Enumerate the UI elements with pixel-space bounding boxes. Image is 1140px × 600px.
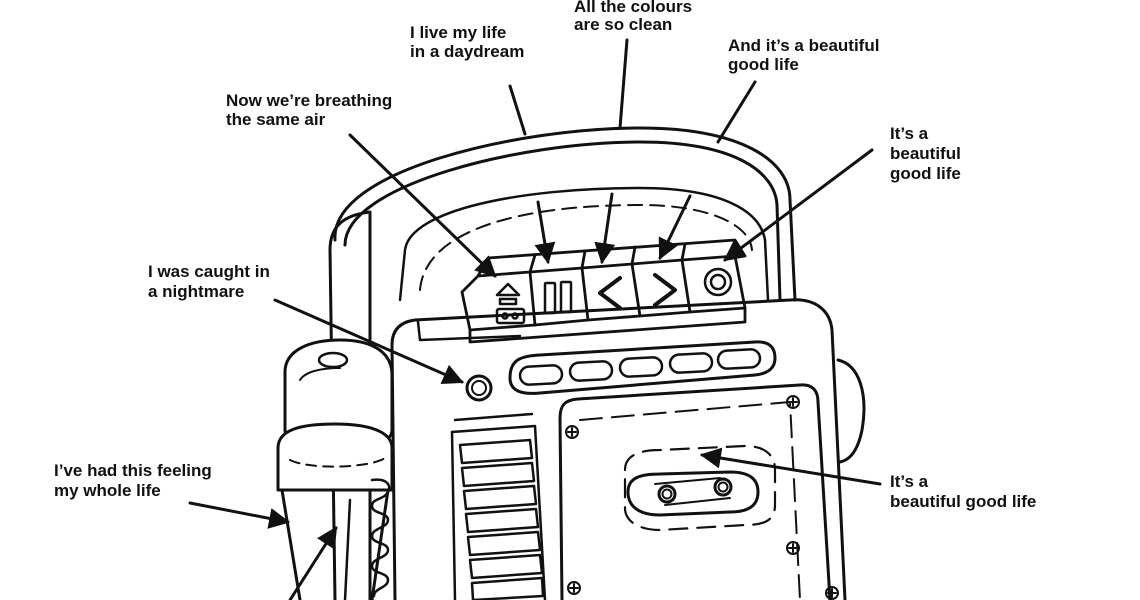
annotation-colours: All the colours are so clean: [574, 0, 697, 34]
annotation-line: a nightmare: [148, 282, 244, 301]
annotation-nightmare: I was caught in a nightmare: [148, 262, 275, 301]
handle-inner: [398, 186, 770, 302]
arrow-mic: [288, 526, 338, 600]
microphone: [276, 338, 394, 600]
light-strip: [508, 340, 777, 395]
annotation-beautiful-top: And it’s a beautiful good life: [728, 36, 884, 74]
body-front: [390, 298, 847, 600]
annotation-line: It’s a: [890, 124, 929, 143]
arrow-daydream: [508, 84, 527, 136]
annotation-line: I was caught in: [148, 262, 270, 281]
annotation-line: I live my life: [410, 23, 506, 42]
annotation-line: I’ve had this feeling: [54, 461, 212, 480]
arrow-breathing: [348, 133, 497, 278]
annotation-line: good life: [890, 164, 961, 183]
annotation-daydream: I live my life in a daydream: [410, 23, 524, 61]
annotation-line: beautiful good life: [890, 492, 1036, 511]
arrow-grille-1: [534, 200, 556, 265]
annotation-beautiful-right: It’s a beautiful good life: [890, 124, 966, 183]
arrow-grille-2: [594, 192, 616, 265]
speaker-grille: [450, 412, 547, 600]
top-strip: [416, 320, 522, 342]
handle-outer-2: [343, 140, 782, 302]
cassette-door: [558, 383, 832, 600]
handle-inner-dash: [419, 204, 753, 291]
arrow-beautiful-right: [723, 148, 874, 262]
pointer-arrows: [188, 38, 882, 600]
annotation-line: are so clean: [574, 15, 672, 34]
arrow-grille-3: [658, 194, 692, 260]
annotation-line: It’s a: [890, 472, 929, 491]
door-screws: [565, 395, 839, 600]
annotation-line: Now we’re breathing: [226, 91, 392, 110]
arrow-colours: [618, 38, 629, 130]
annotation-line: the same air: [226, 110, 326, 129]
pill-lights: [518, 348, 762, 386]
rewind-icon: [598, 276, 622, 310]
side-knob: [836, 358, 866, 464]
annotation-feeling: I’ve had this feeling my whole life: [54, 461, 217, 500]
forward-icon: [653, 273, 677, 307]
round-knob: [465, 374, 493, 402]
arrow-nightmare: [273, 298, 464, 385]
annotation-line: my whole life: [54, 481, 161, 500]
annotation-line: in a daydream: [410, 42, 524, 61]
eject-icon: [495, 282, 526, 325]
annotation-beautiful-cassette: It’s a beautiful good life: [890, 472, 1036, 511]
arrow-cassette: [699, 447, 882, 486]
annotation-line: All the colours: [574, 0, 692, 16]
cassette-window: [623, 444, 777, 532]
pause-icon: [543, 280, 573, 315]
annotation-line: beautiful: [890, 144, 961, 163]
arrow-beautiful-top: [716, 80, 757, 144]
record-icon: [703, 267, 733, 297]
cassette-player-illustration: [276, 126, 866, 600]
annotation-breathing: Now we’re breathing the same air: [226, 91, 397, 129]
annotation-line: And it’s a beautiful: [728, 36, 879, 55]
handle-outer: [333, 126, 797, 302]
arrow-feeling: [188, 501, 291, 529]
cassette-door-inner: [579, 401, 801, 600]
annotation-line: good life: [728, 55, 799, 74]
